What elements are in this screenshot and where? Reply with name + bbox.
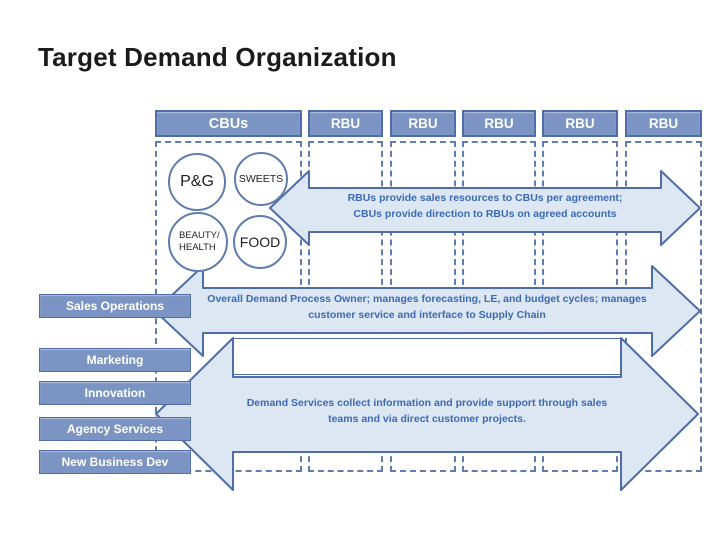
header-rbu-1: RBU xyxy=(308,110,383,137)
caption-line: RBUs provide sales resources to CBUs per… xyxy=(347,192,623,204)
arrow-shape xyxy=(154,265,701,357)
page-title: Target Demand Organization xyxy=(38,42,397,72)
header-rbu-4: RBU xyxy=(542,110,618,137)
label-innovation: Innovation xyxy=(39,381,191,405)
label-sales-operations: Sales Operations xyxy=(39,294,191,318)
label-agency-services: Agency Services xyxy=(39,417,191,441)
rbu-cbu-caption: RBUs provide sales resources to CBUs per… xyxy=(270,190,700,222)
label-marketing: Marketing xyxy=(39,348,191,372)
double-arrow-demand-services xyxy=(155,337,699,491)
circle-sweets: SWEETS xyxy=(234,152,288,206)
header-rbu-2: RBU xyxy=(390,110,456,137)
header-rbu-5: RBU xyxy=(625,110,702,137)
header-rbu-3: RBU xyxy=(462,110,536,137)
circle-beauty-health: BEAUTY/ HEALTH xyxy=(168,212,228,272)
caption-line: customer service and interface to Supply… xyxy=(308,309,546,321)
caption-line: Overall Demand Process Owner; manages fo… xyxy=(207,293,647,305)
lane-row xyxy=(233,338,621,375)
caption-line: Demand Services collect information and … xyxy=(246,397,608,409)
process-owner-caption: Overall Demand Process Owner; manages fo… xyxy=(157,291,697,323)
double-arrow-rbu-cbu xyxy=(269,170,701,246)
caption-line: teams and via direct customer projects. xyxy=(328,413,526,425)
caption-line: CBUs provide direction to RBUs on agreed… xyxy=(353,208,617,220)
demand-services-caption: Demand Services collect information and … xyxy=(162,395,692,427)
circle-pg: P&G xyxy=(168,153,226,211)
header-cbus: CBUs xyxy=(155,110,302,137)
label-new-business-dev: New Business Dev xyxy=(39,450,191,474)
double-arrow-process-owner xyxy=(154,265,701,357)
arrow-shape xyxy=(269,170,701,246)
circle-food: FOOD xyxy=(233,215,287,269)
arrow-shape xyxy=(155,337,699,491)
circle-label: BEAUTY/ HEALTH xyxy=(179,230,220,253)
